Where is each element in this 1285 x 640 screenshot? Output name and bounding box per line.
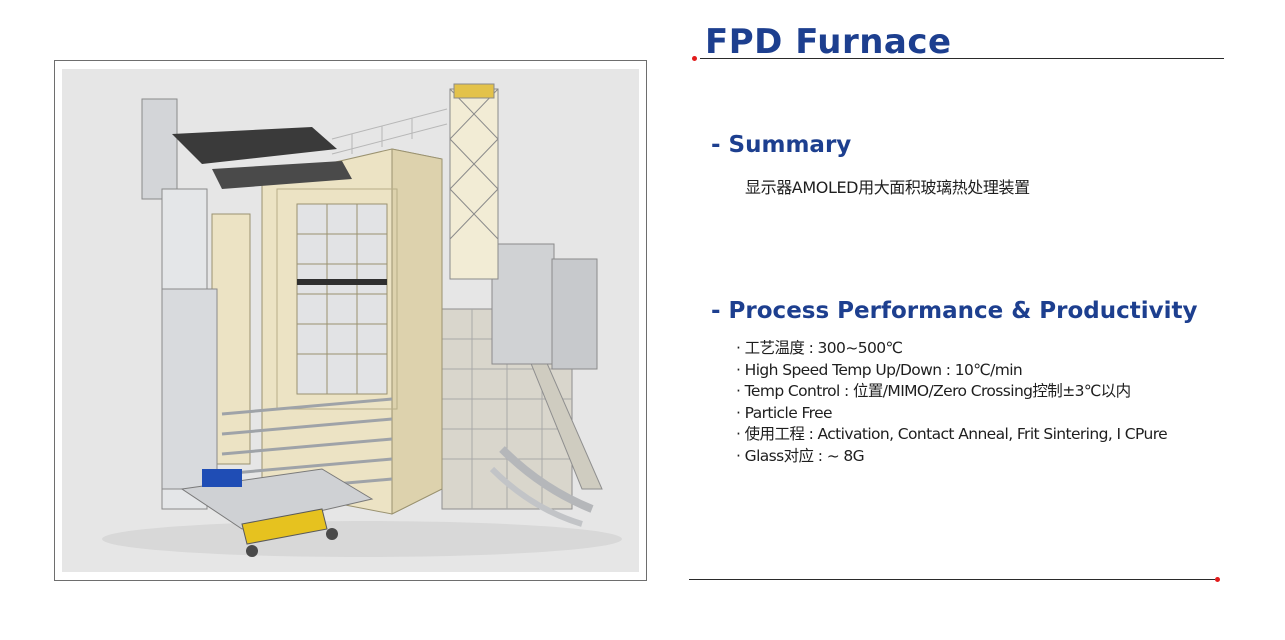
bottom-accent-dot <box>1215 577 1220 582</box>
furnace-machine-illustration <box>102 83 622 557</box>
lattice-tower <box>449 83 499 280</box>
list-item: · Particle Free <box>736 403 833 422</box>
summary-heading: - Summary <box>711 132 852 158</box>
list-item: · High Speed Temp Up/Down : 10℃/min <box>736 360 1023 379</box>
title-accent-dot <box>692 56 697 61</box>
list-item: · Temp Control : 位置/MIMO/Zero Crossing控制… <box>736 382 1131 400</box>
performance-list: · 工艺温度 : 300~500℃ · High Speed Temp Up/D… <box>736 338 1168 467</box>
page-title: FPD Furnace <box>705 22 952 62</box>
product-photo-frame <box>54 60 647 581</box>
list-item: · 使用工程 : Activation, Contact Anneal, Fri… <box>736 425 1168 443</box>
summary-text: 显示器AMOLED用大面积玻璃热处理装置 <box>745 178 1030 197</box>
title-underline <box>700 58 1224 59</box>
performance-heading: - Process Performance & Productivity <box>711 298 1198 324</box>
list-item: · 工艺温度 : 300~500℃ <box>736 339 903 357</box>
list-item: · Glass对应 : ~ 8G <box>736 446 865 465</box>
bottom-rule <box>689 579 1215 580</box>
furnace-door <box>296 203 388 395</box>
product-photo <box>62 69 639 572</box>
